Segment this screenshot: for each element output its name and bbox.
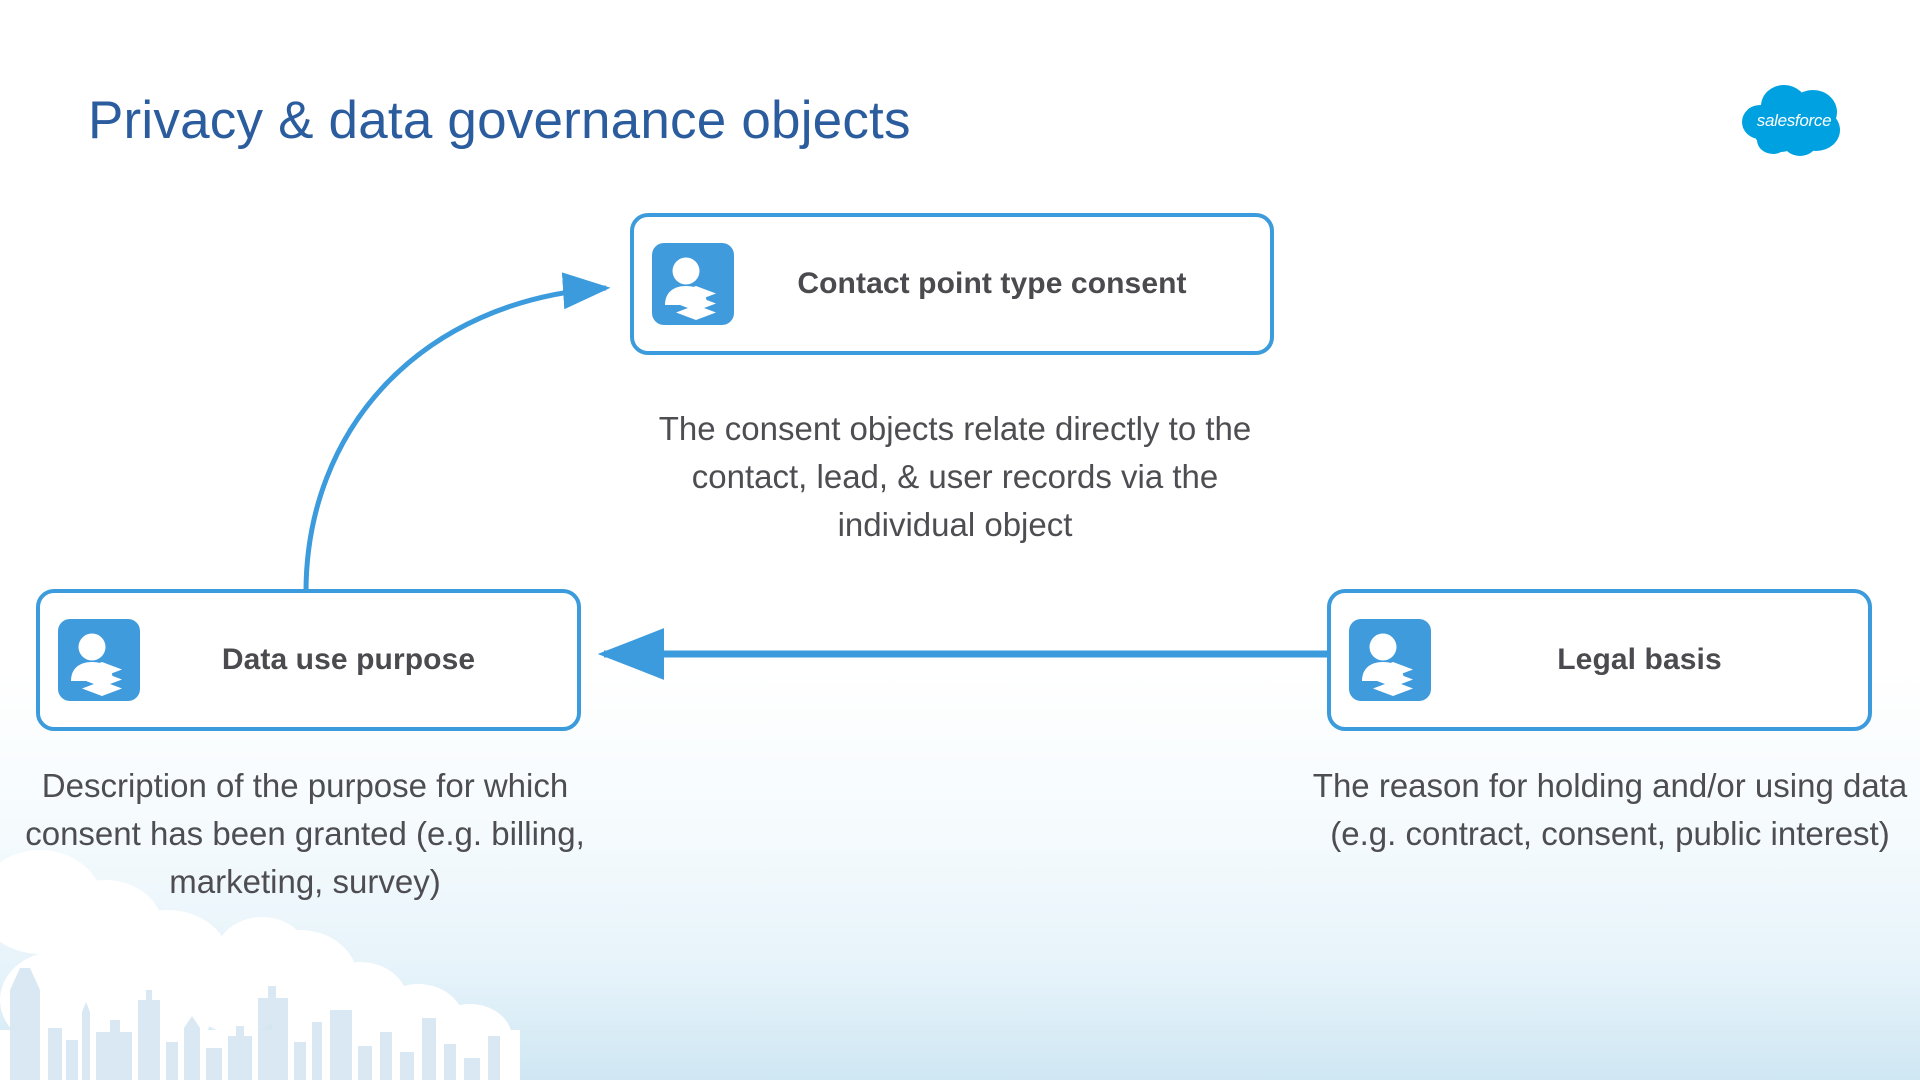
card-data-use-purpose[interactable]: Data use purpose (36, 589, 581, 731)
connector-data-use-to-contact-point (303, 272, 611, 593)
card-label: Data use purpose (221, 643, 476, 676)
person-records-icon (1349, 619, 1431, 701)
salesforce-logo: salesforce (1740, 82, 1848, 158)
card-contact-point-type-consent[interactable]: Contact point type consent (630, 213, 1274, 355)
card-label: Legal basis (1557, 643, 1722, 676)
person-records-icon (652, 243, 734, 325)
caption-data-use-purpose: Description of the purpose for which con… (25, 767, 585, 900)
caption-center: The consent objects relate directly to t… (658, 410, 1252, 543)
salesforce-cloud-icon (1742, 85, 1840, 156)
person-records-icon (58, 619, 140, 701)
card-label: Contact point type consent (797, 267, 1187, 300)
caption-legal-basis: The reason for holding and/or using data… (1312, 767, 1908, 852)
card-legal-basis[interactable]: Legal basis (1327, 589, 1872, 731)
page-title: Privacy & data governance objects (88, 91, 911, 150)
salesforce-wordmark: salesforce (1756, 111, 1832, 130)
